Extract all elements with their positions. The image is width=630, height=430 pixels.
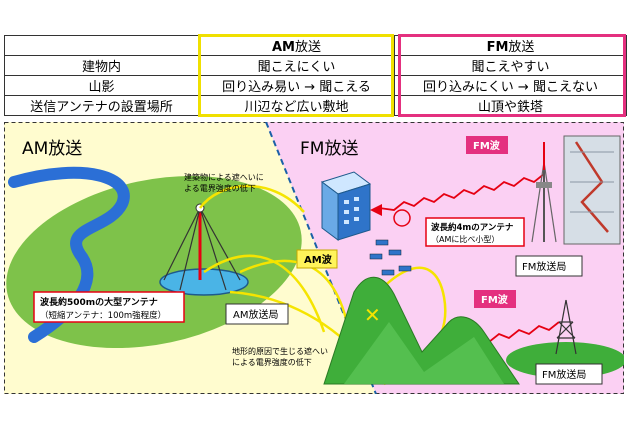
table-header-fm: FM放送 (394, 35, 627, 56)
fm-cell: 山頂や鉄塔 (394, 95, 627, 116)
am-antenna-label: 波長約500mの大型アンテナ (40, 296, 158, 308)
fm-wave-bottom-label: FM波 (481, 293, 509, 306)
am-wave-label: AM波 (304, 253, 333, 266)
ground-disc-icon (159, 268, 249, 296)
am-fm-diagram: AM放送 FM放送 建築物による遮へいに よる電界強度の低下 波長約500mの大… (4, 122, 624, 394)
am-wave-label-box (296, 249, 338, 269)
row-label: 送信アンテナの設置場所 (4, 95, 199, 116)
am-station-label: AM放送局 (233, 308, 278, 321)
table-row: 山影 回り込み易い → 聞こえる 回り込みにくい → 聞こえない (4, 75, 627, 96)
fm-antenna-label: 波長約4mのアンテナ (431, 222, 514, 233)
fm-station-top-label: FM放送局 (522, 260, 566, 273)
terrain-note: 地形的原因で生じる遮へい による電界強度の低下 (232, 346, 331, 367)
blocked-x-icon: ✕ (364, 303, 381, 327)
am-station-box (225, 303, 289, 325)
fm-tower-top-icon (531, 142, 557, 243)
am-title: AM放送 (22, 139, 82, 159)
table-row: 建物内 聞こえにくい 聞こえやすい (4, 55, 627, 76)
table-header-row: AM放送 FM放送 (4, 35, 627, 56)
comparison-table-wrap: AM放送 FM放送 建物内 聞こえにくい 聞こえやすい 山影 回り込み易い → … (0, 35, 630, 117)
fm-wave-icon (378, 173, 545, 211)
fm-wave-bottom-box (474, 290, 516, 308)
am-cell: 回り込み易い → 聞こえる (198, 75, 395, 96)
row-label: 山影 (4, 75, 199, 96)
fm-station-bottom-box (535, 363, 603, 385)
building-icon (337, 183, 371, 241)
fm-cell: 聞こえやすい (394, 55, 627, 76)
am-cell: 聞こえにくい (198, 55, 395, 76)
diagram-frame (4, 122, 624, 394)
building-note: 建築物による遮へいに よる電界強度の低下 (184, 172, 266, 193)
table-header-am: AM放送 (198, 35, 395, 56)
comparison-table: AM放送 FM放送 建物内 聞こえにくい 聞こえやすい 山影 回り込み易い → … (4, 35, 627, 116)
fm-wave-top-label: FM波 (473, 139, 501, 152)
fm-tower-bottom-icon (555, 299, 577, 355)
fm-antenna-sublabel: （AMに比べ小型） (431, 234, 499, 244)
fm-station-bottom-label: FM放送局 (542, 368, 586, 381)
table-header-empty (4, 35, 199, 56)
am-antenna-label-box (33, 291, 185, 323)
am-wave-icon (198, 184, 386, 385)
am-cell: 川辺など広い敷地 (198, 95, 395, 116)
fm-station-top-box (515, 255, 583, 277)
table-row: 送信アンテナの設置場所 川辺など広い敷地 山頂や鉄塔 (4, 95, 627, 116)
fm-antenna-label-box (425, 217, 525, 247)
row-label: 建物内 (4, 55, 199, 76)
fm-cell: 回り込みにくい → 聞こえない (394, 75, 627, 96)
fm-title: FM放送 (300, 139, 358, 159)
fm-wave-top-box (466, 136, 508, 154)
tower-photo (563, 135, 621, 245)
am-antenna-sublabel: （短縮アンテナ：100m強程度） (40, 310, 166, 321)
